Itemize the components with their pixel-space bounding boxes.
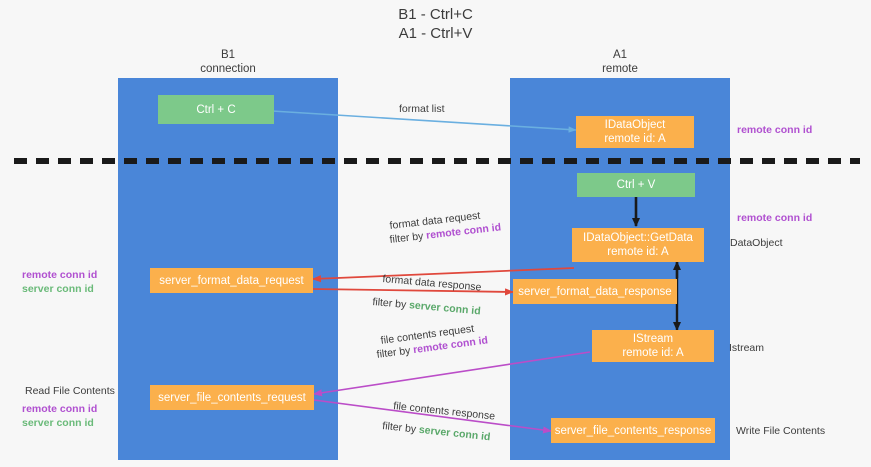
edge-format-data-response [312, 288, 514, 296]
node-idataobject[interactable]: IDataObject remote id: A [576, 116, 694, 148]
side-label-left-remote-conn-id: remote conn id [22, 269, 98, 281]
filter-prefix: filter by [381, 420, 420, 436]
node-server-format-data-response[interactable]: server_format_data_response [513, 279, 677, 304]
side-label-dataobject: DataObject [730, 237, 783, 249]
node-ctrl-c[interactable]: Ctrl + C [158, 95, 274, 124]
filter-prefix: filter by [371, 296, 410, 312]
node-idataobject-getdata[interactable]: IDataObject::GetData remote id: A [572, 228, 704, 262]
side-label-left-server-conn-id: server conn id [22, 283, 94, 295]
side-label-remote-conn-id-top: remote conn id [737, 124, 813, 136]
node-server-file-contents-request[interactable]: server_file_contents_request [150, 385, 314, 410]
edge-label-file-contents-response-text: file contents response [392, 400, 496, 423]
side-label-remote-conn-id-mid: remote conn id [737, 212, 813, 224]
edge-label-format-list: format list [399, 103, 445, 115]
filter-key-server-conn-id: server conn id [418, 423, 491, 444]
side-label-left-server-conn-id-2: server conn id [22, 417, 94, 429]
side-label-istream: Istream [729, 342, 765, 354]
node-ctrl-v[interactable]: Ctrl + V [577, 173, 695, 197]
filter-key-server-conn-id: server conn id [408, 299, 482, 318]
node-istream[interactable]: IStream remote id: A [592, 330, 714, 362]
lane-header-a1: A1 remote [602, 49, 638, 75]
node-server-format-data-request[interactable]: server_format_data_request [150, 268, 313, 293]
edge-label-format-data-response: format data response [382, 273, 482, 295]
edge-label-format-response-filter: filter by server conn id [372, 296, 481, 318]
side-label-read-file-contents: Read File Contents [25, 385, 115, 397]
filter-prefix: filter by [389, 229, 427, 246]
edge-label-file-contents-response: file contents response [393, 400, 496, 424]
edge-label-file-response-filter: filter by server conn id [382, 420, 491, 444]
edge-label-format-data-response-text: format data response [381, 273, 482, 294]
side-label-left-remote-conn-id-2: remote conn id [22, 403, 98, 415]
page-title: B1 - Ctrl+C A1 - Ctrl+V [398, 6, 473, 42]
side-label-write-file-contents: Write File Contents [736, 425, 826, 437]
lane-header-b1: B1 connection [200, 49, 256, 75]
node-server-file-contents-response[interactable]: server_file_contents_response [551, 418, 715, 443]
